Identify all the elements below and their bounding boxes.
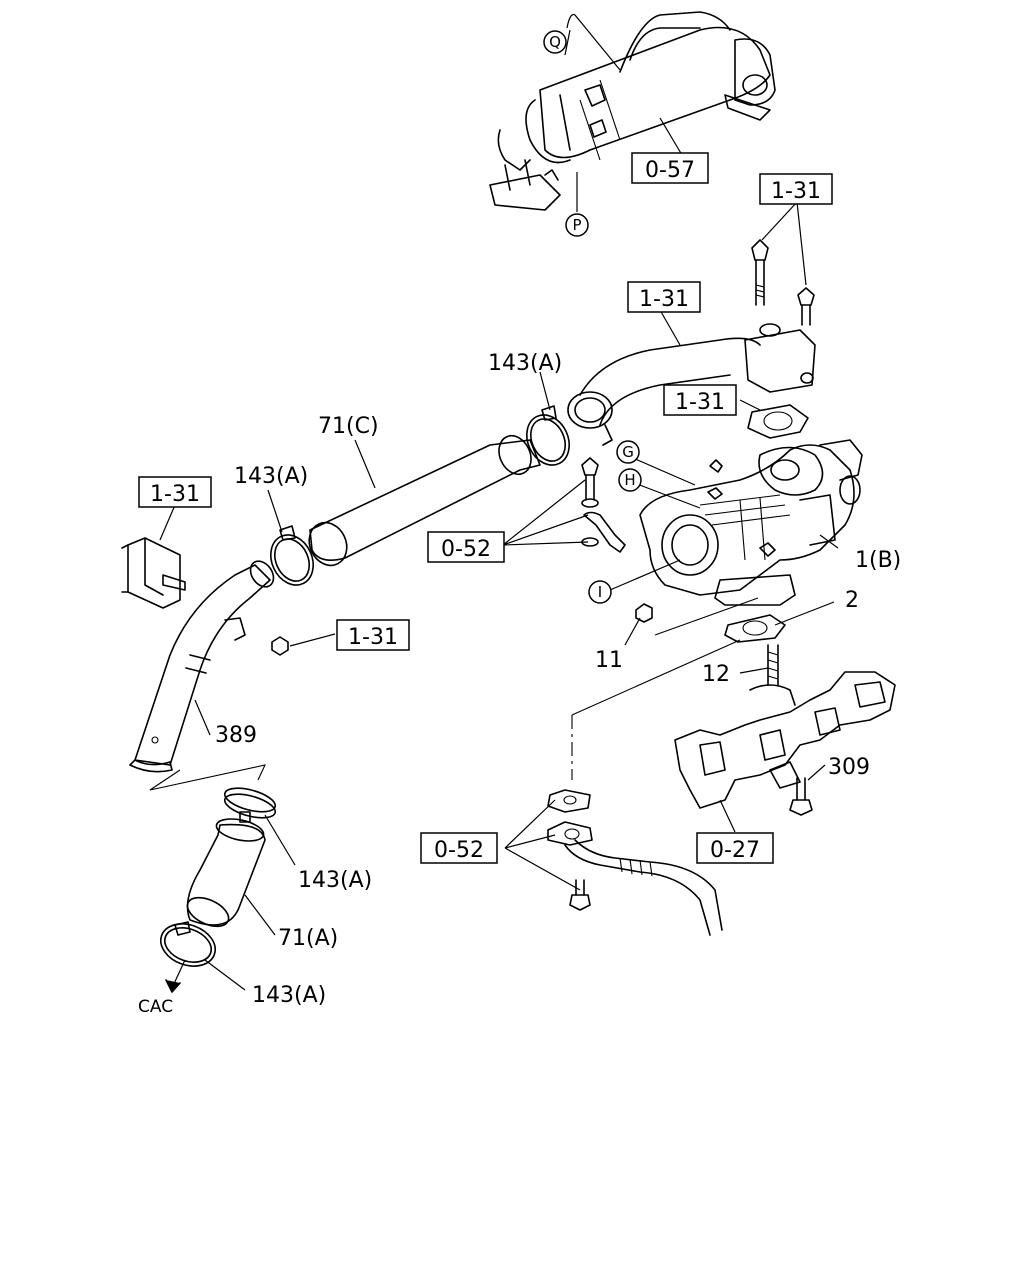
callout-circle-i: [588, 580, 612, 604]
ref-box-nut-left: [336, 619, 410, 651]
label-clamp-left: 143(A): [234, 464, 308, 489]
label-hose-71c: 71(C): [318, 414, 379, 439]
bracket-left: [121, 537, 186, 609]
callout-p: P: [572, 216, 581, 234]
callout-i: I: [598, 583, 602, 601]
ref-box-oil-return: [420, 832, 498, 864]
ref-exhaust-manifold: 0-27: [710, 838, 760, 863]
pipe-389: [129, 560, 275, 773]
ref-bracket-left: 1-31: [150, 482, 200, 507]
hose-71c: [308, 434, 541, 567]
ref-box-oil-feed: [427, 531, 505, 563]
label-turbo: 1(B): [855, 548, 901, 573]
ref-nut-left: 1-31: [348, 625, 398, 650]
clamp-left: [270, 525, 314, 586]
callout-g: G: [622, 443, 634, 461]
callout-circle-h: [618, 468, 642, 492]
clamp-lower-2: [160, 921, 216, 967]
bolts-top-right: [751, 239, 815, 326]
callout-h: H: [624, 471, 635, 489]
hose-71a: [186, 818, 266, 928]
label-pipe-389: 389: [215, 723, 257, 748]
ref-box-bolts-top-right: [759, 173, 833, 205]
ref-gasket-upper: 1-31: [675, 390, 725, 415]
label-bolt-309: 309: [828, 755, 870, 780]
callout-circle-p: [565, 213, 589, 237]
break-line-left: [149, 764, 266, 791]
ref-pipe-upper: 1-31: [639, 287, 689, 312]
callout-circle-q: [543, 30, 567, 54]
clamp-upper: [526, 405, 570, 466]
ref-oil-feed: 0-52: [441, 537, 491, 562]
break-line-mid: [571, 597, 759, 716]
egr-cooler: [489, 11, 776, 211]
leader-lines: [159, 13, 839, 991]
callout-q: Q: [549, 33, 561, 51]
oil-return-pipe: [547, 789, 723, 936]
label-clamp-upper: 143(A): [488, 351, 562, 376]
turbo-outlet-pipe: [567, 323, 816, 446]
bolt-309: [789, 777, 813, 816]
ref-box-egr-cooler: [631, 152, 709, 184]
nut-11: [635, 603, 653, 623]
ref-box-bracket-left: [138, 476, 212, 508]
gasket-upper: [747, 404, 809, 439]
ref-oil-return: 0-52: [434, 838, 484, 863]
callout-circle-g: [616, 440, 640, 464]
ref-box-gasket-upper: [663, 384, 737, 416]
clamp-lower-1: [223, 787, 277, 823]
label-clamp-lower-1: 143(A): [298, 868, 372, 893]
ref-bolts-top-right: 1-31: [771, 179, 821, 204]
ref-box-exhaust-manifold: [696, 832, 774, 864]
exhaust-manifold: [674, 671, 896, 809]
label-stud-12: 12: [702, 662, 730, 687]
stud-12: [767, 644, 779, 686]
label-cac: CAC: [138, 997, 173, 1017]
ref-box-pipe-upper: [627, 281, 701, 313]
oil-feed-parts: [581, 457, 626, 553]
turbocharger: [639, 439, 863, 606]
cac-arrowhead: [165, 979, 181, 993]
nut-left: [271, 636, 289, 656]
label-hose-71a: 71(A): [278, 926, 338, 951]
label-clamp-lower-2: 143(A): [252, 983, 326, 1008]
label-gasket-2: 2: [845, 588, 859, 613]
gasket-2: [724, 614, 786, 643]
label-nut-11: 11: [595, 648, 623, 673]
ref-egr-cooler: 0-57: [645, 158, 695, 183]
